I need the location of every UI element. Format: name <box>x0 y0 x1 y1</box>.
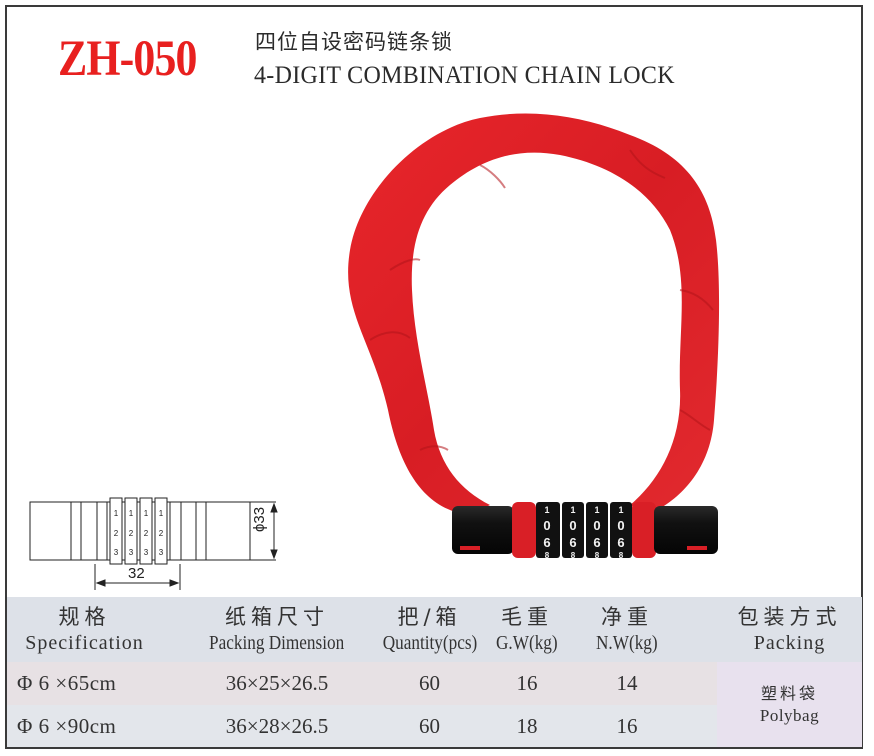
svg-text:8: 8 <box>619 551 624 560</box>
cell-packing-dimension: 36×28×26.5 <box>187 705 367 747</box>
width-dimension-label: 32 <box>128 565 145 582</box>
cell-value: 16 <box>516 671 538 695</box>
column-header-packing: 包装方式 Packing <box>717 597 862 662</box>
cell-value: 14 <box>616 671 638 695</box>
product-title-chinese: 四位自设密码链条锁 <box>255 30 453 54</box>
svg-text:8: 8 <box>545 551 550 560</box>
svg-text:8: 8 <box>571 551 576 560</box>
svg-text:1: 1 <box>594 505 599 515</box>
combination-lock-head: 1 1 1 1 0 0 0 0 6 6 6 6 8 8 8 8 <box>452 502 718 560</box>
svg-text:3: 3 <box>159 548 164 557</box>
column-header-cn: 纸箱尺寸 <box>225 604 329 629</box>
svg-text:1: 1 <box>144 509 149 518</box>
column-header-net-weight: 净重 N.W(kg) <box>582 597 672 662</box>
specification-table: 规格 Specification 纸箱尺寸 Packing Dimension … <box>7 597 862 747</box>
svg-text:1: 1 <box>544 505 549 515</box>
cell-net-weight: 16 <box>582 705 672 747</box>
cell-packing-merged: 塑料袋 Polybag <box>717 662 862 747</box>
cell-quantity: 60 <box>367 662 492 705</box>
cell-gross-weight: 16 <box>487 662 567 705</box>
column-header-quantity: 把/箱 Quantity(pcs) <box>367 597 492 662</box>
svg-text:1: 1 <box>129 509 134 518</box>
svg-text:1: 1 <box>570 505 575 515</box>
column-header-en: N.W(kg) <box>596 631 658 654</box>
cell-packing-dimension: 36×25×26.5 <box>187 662 367 705</box>
cell-net-weight: 14 <box>582 662 672 705</box>
column-header-cn: 净重 <box>601 604 653 629</box>
lock-head-outline-drawing: 1 1 1 1 2 2 2 2 3 3 3 3 <box>29 497 278 590</box>
svg-text:3: 3 <box>114 548 119 557</box>
column-header-en: Packing <box>753 631 826 654</box>
cell-value: 60 <box>419 671 440 695</box>
packing-type-en: Polybag <box>759 705 820 725</box>
cell-value: 16 <box>616 713 638 738</box>
column-header-cn: 把/箱 <box>397 604 462 629</box>
cell-value: 36×28×26.5 <box>225 713 329 738</box>
column-header-en: G.W(kg) <box>496 631 558 654</box>
svg-text:0: 0 <box>593 518 600 533</box>
svg-text:1: 1 <box>114 509 119 518</box>
svg-text:6: 6 <box>569 535 576 550</box>
packing-type-cn: 塑料袋 <box>760 683 818 703</box>
svg-text:6: 6 <box>617 535 624 550</box>
cell-specification: Φ 6 ×90cm <box>17 705 152 747</box>
column-header-cn: 包装方式 <box>737 604 842 629</box>
diameter-dimension-label: ϕ33 <box>251 506 268 532</box>
column-header-en: Packing Dimension <box>209 631 345 654</box>
column-header-cn: 规格 <box>58 604 111 629</box>
svg-text:0: 0 <box>569 518 576 533</box>
svg-text:1: 1 <box>159 509 164 518</box>
svg-text:6: 6 <box>543 535 550 550</box>
svg-text:8: 8 <box>595 551 600 560</box>
svg-text:0: 0 <box>617 518 624 533</box>
column-header-en: Specification <box>25 631 144 654</box>
cell-value: 18 <box>516 713 538 738</box>
cell-value: Φ 6 ×90cm <box>17 713 117 738</box>
cell-gross-weight: 18 <box>487 705 567 747</box>
svg-text:0: 0 <box>543 518 550 533</box>
product-title-english: 4-DIGIT COMBINATION CHAIN LOCK <box>254 62 675 89</box>
svg-text:3: 3 <box>144 548 149 557</box>
svg-text:3: 3 <box>129 548 134 557</box>
cell-value: Φ 6 ×65cm <box>17 671 117 695</box>
chain-sleeve <box>348 113 720 516</box>
svg-text:2: 2 <box>114 529 119 538</box>
column-header-en: Quantity(pcs) <box>382 631 477 654</box>
svg-text:2: 2 <box>144 529 149 538</box>
cell-value: 36×25×26.5 <box>225 671 329 695</box>
model-number: ZH-050 <box>58 31 197 87</box>
cell-quantity: 60 <box>367 705 492 747</box>
svg-text:2: 2 <box>159 529 164 538</box>
cell-specification: Φ 6 ×65cm <box>17 662 152 705</box>
svg-text:2: 2 <box>129 529 134 538</box>
column-header-gross-weight: 毛重 G.W(kg) <box>487 597 567 662</box>
cell-value: 60 <box>419 713 440 738</box>
column-header-cn: 毛重 <box>501 604 553 629</box>
svg-text:6: 6 <box>593 535 600 550</box>
column-header-packing-dimension: 纸箱尺寸 Packing Dimension <box>177 597 377 662</box>
column-header-specification: 规格 Specification <box>7 597 162 662</box>
chain-lock-product-image: 1 1 1 1 0 0 0 0 6 6 6 6 8 8 8 8 <box>348 113 720 560</box>
dimension-diagram: 1 1 1 1 2 2 2 2 3 3 3 3 32 ϕ33 <box>22 494 292 594</box>
svg-text:1: 1 <box>618 505 623 515</box>
table-header-row: 规格 Specification 纸箱尺寸 Packing Dimension … <box>7 597 862 662</box>
